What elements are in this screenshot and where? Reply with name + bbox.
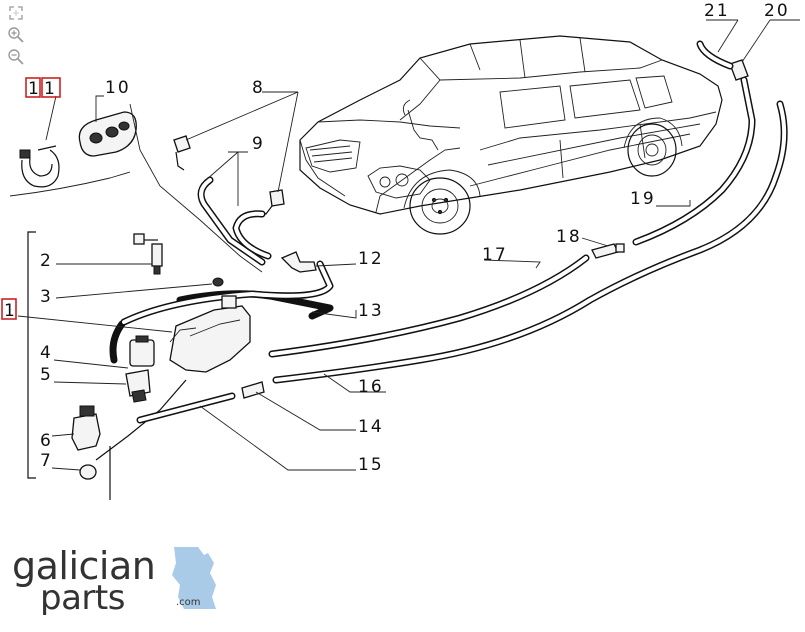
part-7-seal: [51, 464, 97, 480]
part-12-connector: [280, 251, 357, 273]
callout-7[interactable]: 7: [40, 451, 53, 471]
part-21-hose: [696, 19, 739, 70]
part-20-valve: [729, 19, 800, 81]
callout-14[interactable]: 14: [358, 417, 384, 437]
callout-13[interactable]: 13: [358, 301, 384, 321]
callout-16[interactable]: 16: [358, 377, 384, 397]
zoom-in-icon[interactable]: [6, 26, 26, 44]
panel-edge-2: [129, 103, 263, 273]
fit-screen-icon[interactable]: [6, 4, 26, 22]
logo-suffix: .com: [176, 597, 201, 608]
callout-11a[interactable]: 1: [28, 79, 41, 99]
callout-19[interactable]: 19: [630, 189, 656, 209]
logo-line2: parts: [40, 578, 125, 615]
callout-17[interactable]: 17: [482, 245, 508, 265]
hose-16: [272, 100, 788, 393]
part-8-nozzles: [173, 91, 299, 215]
part-18-connector: [581, 237, 625, 259]
callout-9[interactable]: 9: [252, 134, 265, 154]
hose-15: [136, 392, 356, 471]
hose-17: [268, 254, 590, 358]
callout-2[interactable]: 2: [40, 251, 53, 271]
callout-labels: 1 1 10 8 9 2 3 1 4 5 6 7 12 13 17 18 19 …: [1, 1, 790, 475]
callout-4[interactable]: 4: [40, 343, 53, 363]
callout-6[interactable]: 6: [40, 431, 53, 451]
galicianparts-logo[interactable]: galician parts .com: [12, 544, 227, 618]
callout-3[interactable]: 3: [40, 287, 53, 307]
callout-20[interactable]: 20: [764, 1, 790, 21]
callout-11b[interactable]: 1: [44, 79, 57, 99]
callout-21[interactable]: 21: [704, 1, 730, 21]
callout-5[interactable]: 5: [40, 365, 53, 385]
highlight-box-11a[interactable]: [25, 77, 41, 98]
callout-10[interactable]: 10: [105, 78, 131, 98]
callout-15[interactable]: 15: [358, 455, 384, 475]
part-2-level-sensor: [56, 233, 163, 275]
part-10-grommet: [78, 95, 137, 157]
hose-9: [197, 151, 272, 266]
part-4-pump: [53, 335, 155, 369]
zoom-out-icon[interactable]: [6, 48, 26, 66]
part-6-motor: [51, 405, 101, 451]
part-5-pump: [53, 369, 151, 403]
part-1-reservoir: [17, 295, 251, 373]
part-3-grommet: [55, 277, 224, 299]
logo-line1: galician: [12, 545, 155, 588]
callout-18[interactable]: 18: [556, 227, 582, 247]
bracket-leg: [95, 379, 187, 461]
hose-19: [632, 76, 756, 246]
part-11-clamp: [19, 95, 60, 188]
callout-8[interactable]: 8: [252, 78, 265, 98]
highlight-box-1[interactable]: [1, 298, 17, 320]
group-bracket: [27, 231, 36, 479]
galicia-map-shape: [172, 547, 216, 609]
callout-1[interactable]: 1: [4, 301, 17, 321]
part-14-connector: [241, 381, 356, 431]
panel-edge: [9, 171, 131, 197]
zoom-toolbar: [6, 4, 28, 66]
highlight-box-11b[interactable]: [41, 77, 61, 98]
callout-12[interactable]: 12: [358, 249, 384, 269]
car-illustration: [299, 35, 723, 235]
